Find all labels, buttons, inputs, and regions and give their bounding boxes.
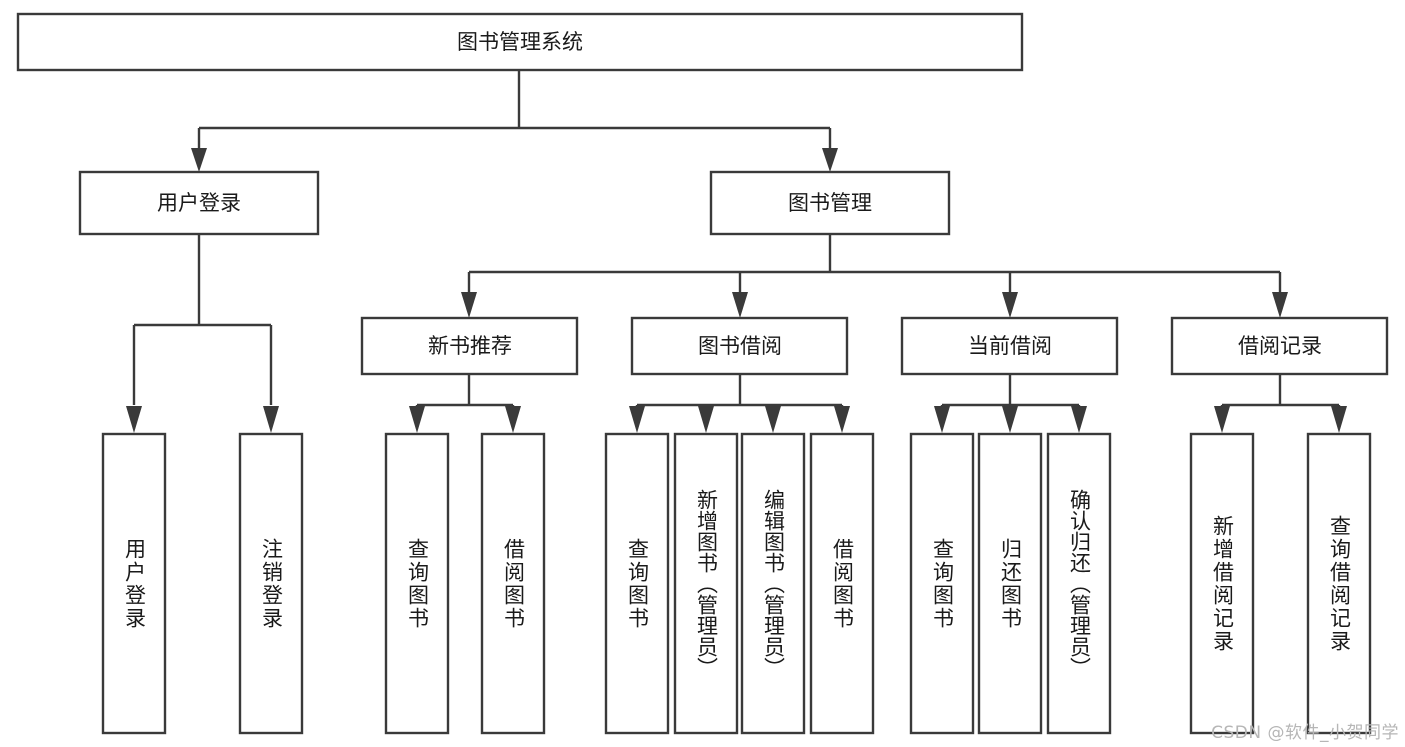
arrow-cb-leaf-3 <box>1071 406 1087 433</box>
arrow-to-book-borrow <box>732 292 748 318</box>
edge-bookborrow-bus <box>635 374 844 412</box>
node-box-leaf-confirm-return-admin[interactable] <box>1046 432 1112 735</box>
node-box-leaf-add-borrow-record[interactable] <box>1189 432 1255 735</box>
arrow-br-leaf-1 <box>1214 406 1230 433</box>
arrow-bb-leaf-4 <box>834 406 850 433</box>
arrow-bb-leaf-1 <box>629 406 645 433</box>
node-box-leaf-query-book-bb[interactable] <box>604 432 670 735</box>
connector-layer <box>126 70 1347 433</box>
arrow-cb-leaf-2 <box>1002 406 1018 433</box>
node-label-root: 图书管理系统 <box>457 30 583 54</box>
watermark-text: CSDN @软件_小贺同学 <box>1211 723 1399 743</box>
arrow-cb-leaf-1 <box>934 406 950 433</box>
node-label-user-login: 用户登录 <box>157 191 241 215</box>
node-box-leaf-add-book-admin[interactable] <box>673 432 739 735</box>
node-box-leaf-query-book-cb[interactable] <box>909 432 975 735</box>
node-box-leaf-user-login[interactable] <box>101 432 167 735</box>
node-label-new-book-recommend: 新书推荐 <box>428 334 512 358</box>
edge-userlogin-bus <box>132 234 273 405</box>
node-box-leaf-borrow-book-nb[interactable] <box>480 432 546 735</box>
node-box-leaf-borrow-book-bb[interactable] <box>809 432 875 735</box>
arrow-to-leaf-user-login <box>126 406 142 433</box>
arrow-nb-leaf-1 <box>409 406 425 433</box>
node-label-borrow-record: 借阅记录 <box>1238 334 1322 358</box>
node-label-current-borrow: 当前借阅 <box>968 334 1052 358</box>
edge-root-bus <box>197 70 832 156</box>
arrow-to-user-login <box>191 148 207 172</box>
arrow-to-book-manage <box>822 148 838 172</box>
node-box-book-manage[interactable] <box>709 170 951 236</box>
node-label-book-borrow: 图书借阅 <box>698 334 782 358</box>
arrow-bb-leaf-2 <box>698 406 714 433</box>
node-box-borrow-record[interactable] <box>1170 316 1389 376</box>
edge-borrowrecord-bus <box>1220 374 1341 412</box>
node-box-leaf-edit-book-admin[interactable] <box>740 432 806 735</box>
node-box-current-borrow[interactable] <box>900 316 1119 376</box>
node-box-leaf-query-borrow-record[interactable] <box>1306 432 1372 735</box>
node-box-leaf-return-book[interactable] <box>977 432 1043 735</box>
arrow-to-leaf-logout <box>263 406 279 433</box>
node-box-book-borrow[interactable] <box>630 316 849 376</box>
arrow-br-leaf-2 <box>1331 406 1347 433</box>
node-layer: 图书管理系统 用户登录 图书管理 新书推荐 图书借阅 当前借阅 借阅记录 <box>16 12 1389 735</box>
edge-newbook-bus <box>415 374 515 412</box>
edge-bookmanage-bus <box>467 234 1282 296</box>
arrow-to-current-borrow <box>1002 292 1018 318</box>
arrow-nb-leaf-2 <box>505 406 521 433</box>
node-box-new-book-recommend[interactable] <box>360 316 579 376</box>
node-label-book-manage: 图书管理 <box>788 191 872 215</box>
arrow-bb-leaf-3 <box>765 406 781 433</box>
node-box-leaf-logout[interactable] <box>238 432 304 735</box>
node-box-root[interactable] <box>16 12 1024 72</box>
arrow-to-borrow-record <box>1272 292 1288 318</box>
node-box-user-login[interactable] <box>78 170 320 236</box>
node-box-leaf-query-book-nb[interactable] <box>384 432 450 735</box>
arrow-to-new-book <box>461 292 477 318</box>
